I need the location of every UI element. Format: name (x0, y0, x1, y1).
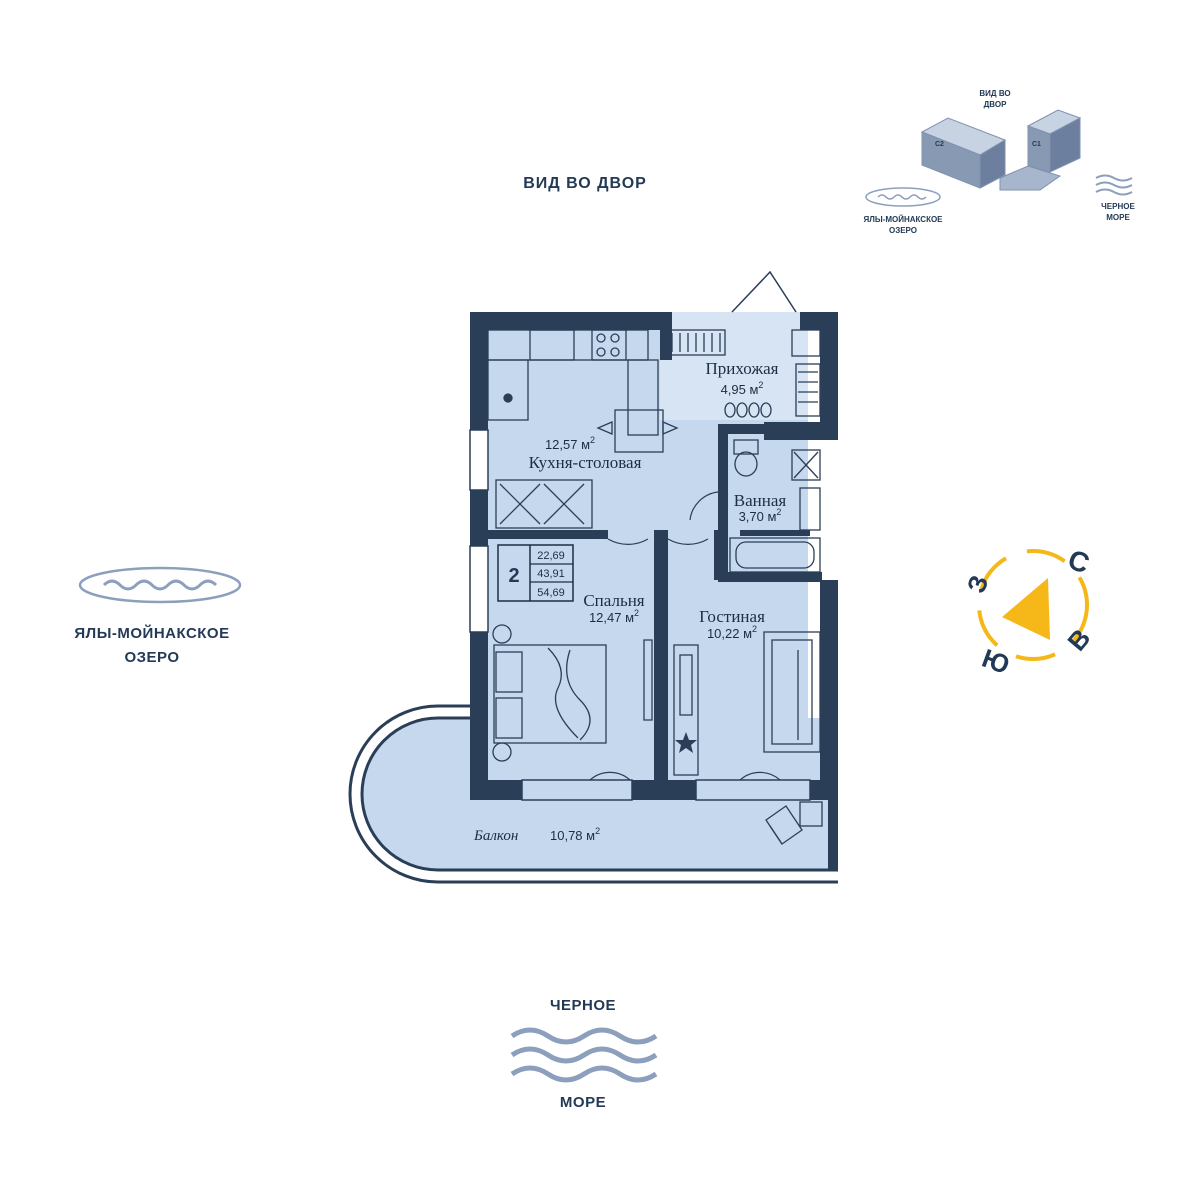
minimap-sea-label-1: ЧЕРНОЕ (1101, 202, 1135, 211)
area-summary-box: 2 22,69 43,91 54,69 (497, 544, 574, 602)
minimap-sea-label-2: МОРЕ (1106, 213, 1130, 222)
room-living-name: Гостиная (699, 607, 765, 626)
room-bathroom-name: Ванная (734, 491, 787, 510)
room-kitchen-area: 12,57 м2 (545, 435, 595, 452)
room-bathroom-area: 3,70 м2 (739, 507, 782, 524)
compass-arrow-icon (1002, 578, 1050, 640)
minimap-view-label-2: ДВОР (984, 100, 1008, 109)
view-left-label-1: ЯЛЫ-МОЙНАКСКОЕ (74, 624, 229, 642)
hallway-furniture (664, 329, 821, 418)
room-hallway-name: Прихожая (706, 359, 779, 378)
floor-plan (348, 270, 838, 884)
summary-area-full: 54,69 (537, 587, 565, 599)
compass-north: С (1064, 544, 1094, 580)
room-living-area: 10,22 м2 (707, 624, 757, 641)
living-furniture (673, 631, 821, 776)
summary-area-total: 43,91 (537, 568, 565, 580)
bedroom-furniture (492, 624, 653, 762)
lake-icon (78, 566, 242, 604)
room-bedroom-area: 12,47 м2 (589, 608, 639, 625)
star-icon (675, 732, 697, 753)
minimap-lake-label-2: ОЗЕРО (889, 226, 917, 235)
compass: С В Ю З (961, 544, 1097, 681)
balcony-furniture (765, 801, 823, 845)
minimap-building-c2: С2 (935, 141, 944, 148)
compass-south: Ю (978, 643, 1013, 680)
room-hallway-area: 4,95 м2 (721, 380, 764, 397)
room-balcony-area: 10,78 м2 (550, 826, 600, 843)
room-kitchen-name: Кухня-столовая (529, 453, 642, 472)
view-bottom-label-1: ЧЕРНОЕ (550, 997, 616, 1014)
summary-rooms-count: 2 (508, 565, 519, 587)
summary-area-living: 22,69 (537, 550, 565, 562)
minimap-view-label-1: ВИД ВО (979, 89, 1010, 98)
room-bedroom-name: Спальня (583, 591, 644, 610)
sea-waves-icon (510, 1027, 658, 1083)
view-left-label-2: ОЗЕРО (124, 649, 179, 666)
view-bottom-label-2: МОРЕ (560, 1094, 606, 1111)
room-balcony-name: Балкон (473, 828, 518, 844)
compass-east: В (1061, 623, 1096, 657)
minimap-building-c1: С1 (1032, 141, 1041, 148)
view-top-label: ВИД ВО ДВОР (523, 175, 647, 192)
site-minimap: ВИД ВО ДВОР С2 С1 ЯЛЫ-МОЙНАКСКОЕ ОЗЕРО Ч… (863, 89, 1135, 235)
minimap-lake-label-1: ЯЛЫ-МОЙНАКСКОЕ (863, 215, 943, 224)
bathroom-furniture (729, 439, 821, 573)
kitchen-furniture (487, 329, 679, 529)
